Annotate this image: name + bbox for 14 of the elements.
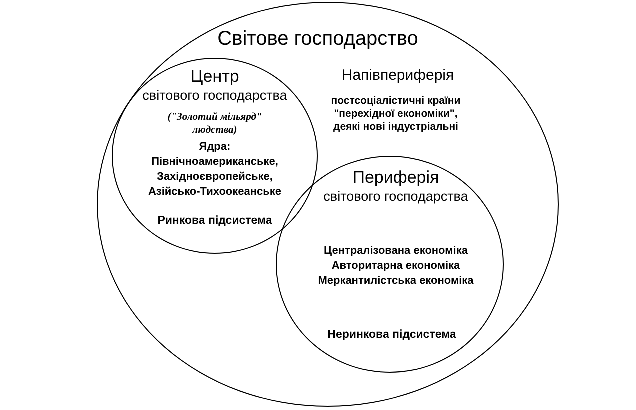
core-list: Ядра: Північноамериканське, Західноєвропейське, Азійсько-Тихоокеанське: [143, 140, 287, 200]
subsystem-label: Ринкова підсистема: [158, 214, 272, 228]
economy-item: Авторитарна економіка: [332, 259, 460, 274]
economy-item: Централізована економіка: [324, 244, 468, 259]
region-description: постсоціалістичні країни "перехідної економіки", деякі нові індустріальні: [330, 95, 462, 134]
circle-title: Світове господарство: [218, 27, 418, 51]
circle-title: Периферія світового господарства: [324, 167, 468, 206]
left-circle: [112, 58, 318, 254]
economy-item: Меркантилістська економіка: [318, 274, 474, 289]
italic-note: ("Золотий мільярд" людства): [166, 111, 264, 137]
region-title: Напівпериферія: [342, 66, 454, 85]
subsystem-label: Неринкова підсистема: [328, 328, 456, 342]
circle-title: Центр світового господарства: [142, 66, 288, 105]
outer-circle: [97, 2, 559, 407]
